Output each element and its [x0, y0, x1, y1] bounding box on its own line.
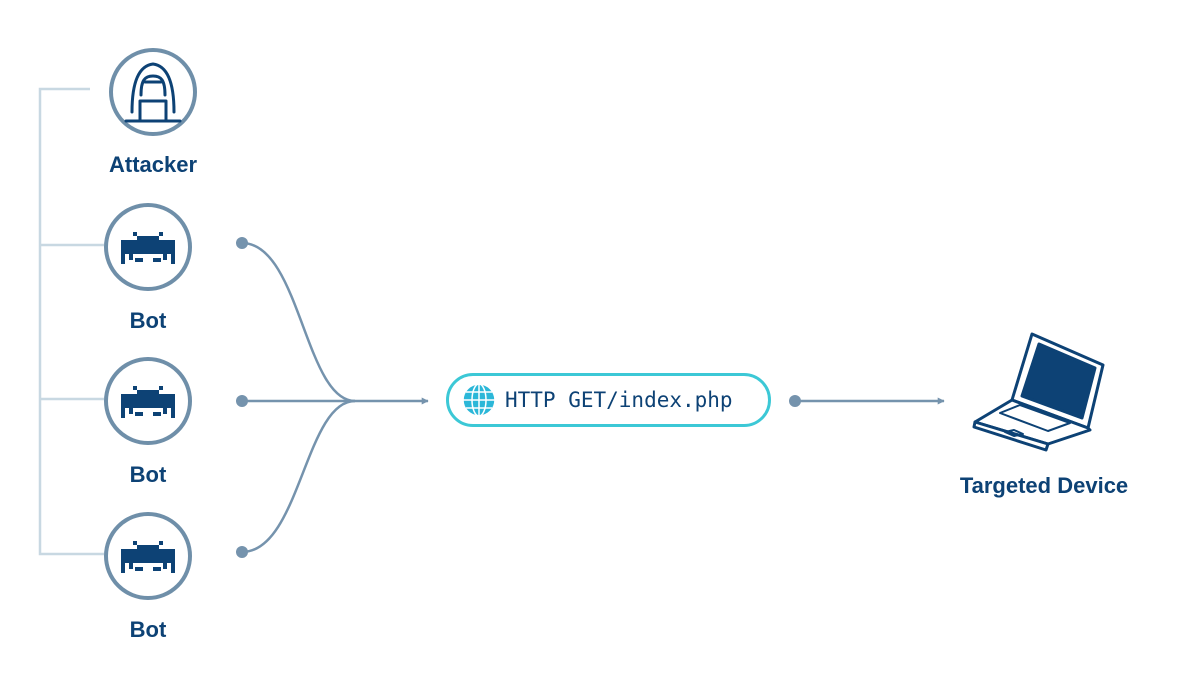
request-connector — [789, 395, 945, 407]
bot-connectors — [241, 241, 429, 554]
bot-node — [104, 512, 192, 600]
command-bracket — [38, 87, 104, 556]
bot-label: Bot — [129, 617, 167, 642]
bot-node — [104, 357, 192, 445]
hooded-hacker-icon — [124, 62, 182, 123]
attacker-label: Attacker — [108, 152, 198, 177]
bot-node — [104, 203, 192, 291]
laptop-icon — [972, 332, 1105, 452]
request-label: HTTP GET/index.php — [505, 388, 733, 412]
globe-icon — [462, 383, 496, 417]
http-request-pill: HTTP GET/index.php — [446, 373, 771, 427]
bot-label: Bot — [129, 308, 167, 333]
targeted-device-label: Targeted Device — [959, 473, 1129, 498]
connector-dots — [236, 237, 248, 558]
bot-label: Bot — [129, 462, 167, 487]
attacker-node — [109, 48, 197, 136]
